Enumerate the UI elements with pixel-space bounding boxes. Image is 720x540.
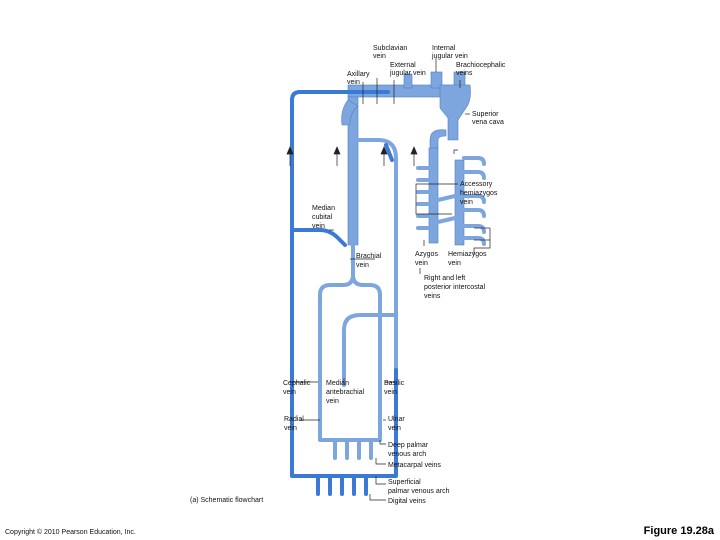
- azygos-cross-1: [436, 194, 457, 202]
- label-brachial: Brachial vein: [356, 253, 383, 269]
- figure-caption: (a) Schematic flowchart: [190, 497, 263, 504]
- labels: Subclavian vein Internal jugular vein Ex…: [283, 45, 507, 505]
- label-axillary: Axillary vein: [347, 71, 372, 86]
- label-posterior-intercostal: Right and left posterior intercostal vei…: [424, 275, 487, 300]
- digital-veins: [316, 474, 368, 496]
- label-digital: Digital veins: [388, 498, 426, 505]
- metacarpal-veins: [333, 438, 373, 460]
- arrow-up-icon: [410, 146, 418, 155]
- label-cephalic: Cephalic vein: [283, 380, 312, 396]
- vessel-network: [290, 71, 486, 496]
- arrow-up-icon: [333, 146, 341, 155]
- deep-palmar-arch: [318, 408, 382, 442]
- label-basilic: Basilic vein: [384, 380, 406, 396]
- azygos-arch: [429, 129, 447, 151]
- label-internal-jugular: Internal jugular vein: [431, 45, 468, 60]
- arrow-up-icon: [286, 146, 294, 155]
- leader-lines: [292, 58, 491, 501]
- azygos-vein: [428, 147, 439, 244]
- label-deep-palmar-arch: Deep palmar venous arch: [388, 442, 430, 458]
- label-radial: Radial vein: [284, 416, 306, 432]
- azygos-cross-2: [436, 216, 457, 224]
- label-superficial-palmar-arch: Superficial palmar venous arch: [388, 479, 450, 495]
- hemiazygos-vein: [454, 159, 465, 246]
- flow-arrows: [286, 146, 418, 166]
- external-jugular-stub: [403, 73, 413, 89]
- label-brachiocephalic: Brachiocephalic veins: [456, 62, 507, 77]
- median-antebrachial-vein: [342, 313, 398, 387]
- copyright-notice: Copyright © 2010 Pearson Education, Inc.: [5, 528, 136, 536]
- basilic-vein: [356, 138, 398, 372]
- left-intercostal-stubs: [462, 156, 486, 246]
- median-cubital-vein: [290, 228, 347, 247]
- cephalic-vein: [290, 90, 390, 372]
- superior-vena-cava: [439, 84, 471, 141]
- label-median-antebrachial: Median antebrachial vein: [326, 380, 366, 405]
- label-subclavian: Subclavian vein: [373, 45, 409, 60]
- axillary-brachial-vein: [347, 96, 359, 246]
- label-median-cubital: Median cubital vein: [312, 205, 337, 230]
- label-hemiazygos: Hemiazygos vein: [448, 251, 488, 267]
- label-external-jugular: External jugular vein: [389, 62, 426, 77]
- label-azygos: Azygos vein: [415, 251, 440, 267]
- figure-title: Figure 19.28a: [644, 525, 715, 537]
- axillary-curve: [341, 99, 359, 126]
- label-accessory-hemiazygos: Accessory hemiazygos vein: [460, 181, 499, 206]
- label-ulnar: Ulnar vein: [388, 416, 407, 432]
- internal-jugular-stub-left: [430, 71, 443, 89]
- arrow-up-icon: [380, 146, 388, 155]
- median-cubital-join: [384, 143, 394, 162]
- ulnar-vein: [351, 273, 382, 432]
- right-intercostal-stubs: [416, 166, 431, 230]
- label-metacarpal: Metacarpal veins: [388, 462, 441, 469]
- label-superior-vena-cava: Superior vena cava: [472, 111, 504, 126]
